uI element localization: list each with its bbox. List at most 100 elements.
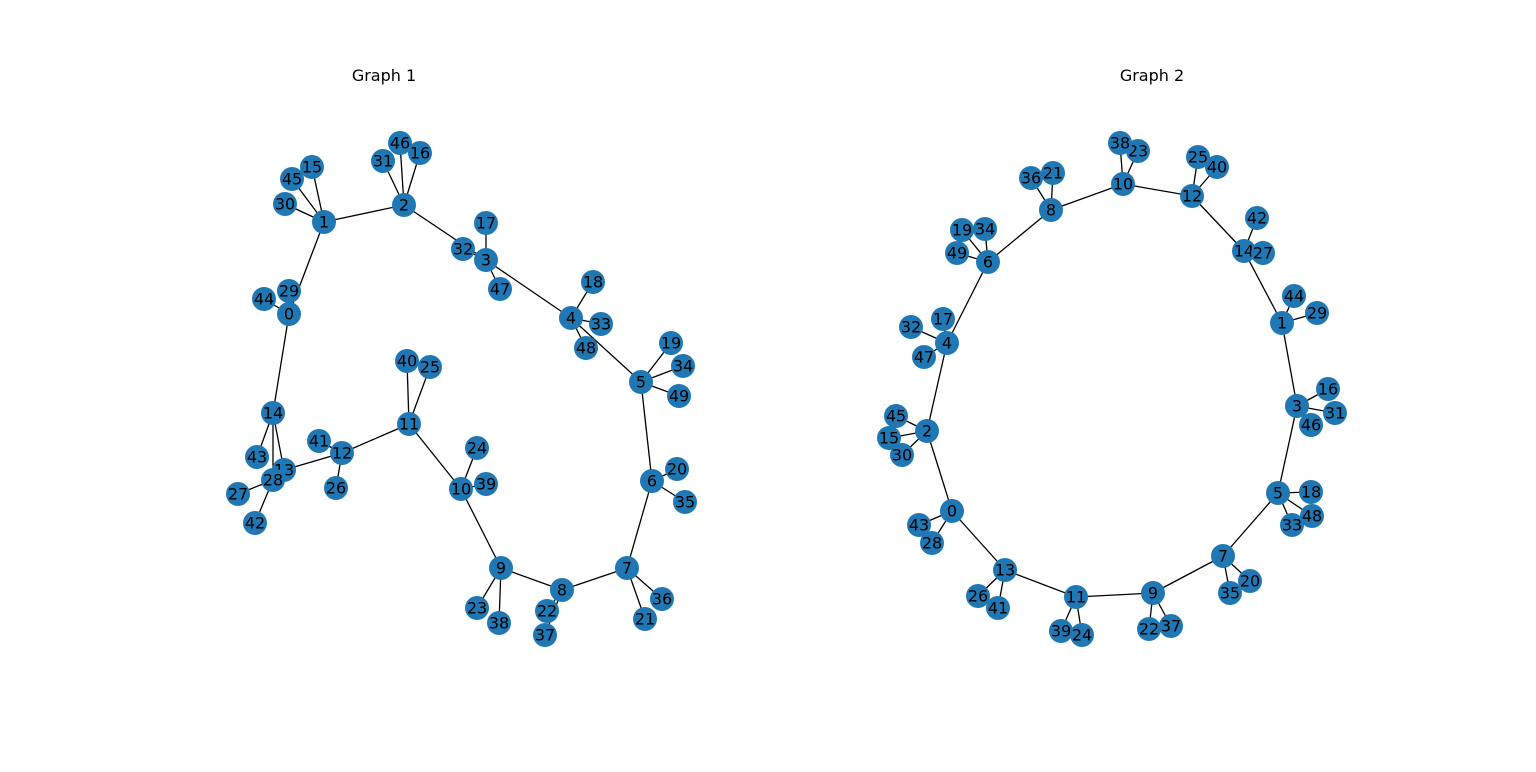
node-24: 24 xyxy=(1070,623,1094,647)
node-circle xyxy=(1039,198,1063,222)
node-label: 5 xyxy=(636,373,646,392)
node-circle xyxy=(1019,166,1043,190)
node-17: 17 xyxy=(931,307,955,331)
node-17: 17 xyxy=(474,211,498,235)
node-label: 19 xyxy=(661,334,681,353)
node-25: 25 xyxy=(1186,145,1210,169)
node-20: 20 xyxy=(665,457,689,481)
node-34: 34 xyxy=(973,217,997,241)
node-circle xyxy=(1137,617,1161,641)
node-circle xyxy=(226,482,250,506)
node-label: 8 xyxy=(1046,201,1056,220)
node-label: 35 xyxy=(1220,584,1240,603)
node-35: 35 xyxy=(673,490,697,514)
node-circle xyxy=(890,443,914,467)
node-label: 23 xyxy=(1128,142,1148,161)
node-label: 26 xyxy=(326,479,346,498)
node-circle xyxy=(1299,413,1323,437)
node-38: 38 xyxy=(1108,131,1132,155)
node-18: 18 xyxy=(1299,480,1323,504)
node-22: 22 xyxy=(1137,617,1161,641)
node-label: 33 xyxy=(591,315,611,334)
node-3: 3 xyxy=(1285,394,1309,418)
node-11: 11 xyxy=(1064,585,1088,609)
node-circle xyxy=(1245,206,1269,230)
node-circle xyxy=(1232,239,1256,263)
node-circle xyxy=(261,468,285,492)
node-22: 22 xyxy=(535,599,559,623)
node-38: 38 xyxy=(487,611,511,635)
node-5: 5 xyxy=(1266,481,1290,505)
node-9: 9 xyxy=(1141,581,1165,605)
node-circle xyxy=(371,149,395,173)
node-circle xyxy=(408,141,432,165)
node-circle xyxy=(993,558,1017,582)
node-35: 35 xyxy=(1218,581,1242,605)
node-label: 34 xyxy=(673,357,693,376)
node-label: 27 xyxy=(1253,244,1273,263)
node-circle xyxy=(474,248,498,272)
node-circle xyxy=(245,445,269,469)
node-circle xyxy=(1159,614,1183,638)
node-30: 30 xyxy=(890,443,914,467)
node-43: 43 xyxy=(245,445,269,469)
node-29: 29 xyxy=(277,279,301,303)
node-16: 16 xyxy=(408,141,432,165)
node-circle xyxy=(973,217,997,241)
node-49: 49 xyxy=(945,241,969,265)
node-label: 4 xyxy=(566,309,576,328)
graph-2-canvas: 0123456789101112131415161718192021222324… xyxy=(877,131,1347,647)
node-label: 2 xyxy=(399,196,409,215)
node-label: 1 xyxy=(1277,314,1287,333)
edge-13-0 xyxy=(951,510,1006,571)
node-37: 37 xyxy=(533,623,557,647)
node-label: 44 xyxy=(1284,287,1304,306)
node-27: 27 xyxy=(226,482,250,506)
node-32: 32 xyxy=(451,237,475,261)
node-label: 4 xyxy=(942,334,952,353)
node-circle xyxy=(633,607,657,631)
node-circle xyxy=(1282,284,1306,308)
node-19: 19 xyxy=(659,331,683,355)
node-37: 37 xyxy=(1159,614,1183,638)
node-label: 32 xyxy=(901,318,921,337)
node-circle xyxy=(489,556,513,580)
node-34: 34 xyxy=(671,354,695,378)
node-circle xyxy=(1064,585,1088,609)
node-14: 14 xyxy=(261,401,285,425)
edge-6-8 xyxy=(987,209,1052,263)
node-label: 19 xyxy=(952,221,972,240)
node-label: 3 xyxy=(1292,397,1302,416)
node-label: 11 xyxy=(1066,588,1086,607)
node-circle xyxy=(1041,161,1065,185)
node-circle xyxy=(395,349,419,373)
node-circle xyxy=(950,218,974,242)
node-23: 23 xyxy=(465,596,489,620)
node-circle xyxy=(451,237,475,261)
node-circle xyxy=(1238,569,1262,593)
node-circle xyxy=(912,345,936,369)
node-circle xyxy=(465,596,489,620)
edge-3-4 xyxy=(485,259,572,319)
node-circle xyxy=(465,436,489,460)
node-circle xyxy=(273,192,297,216)
edge-10-11 xyxy=(408,423,462,490)
node-29: 29 xyxy=(1305,301,1329,325)
node-circle xyxy=(945,241,969,265)
node-label: 29 xyxy=(279,282,299,301)
node-label: 18 xyxy=(1301,483,1321,502)
node-label: 24 xyxy=(1072,626,1092,645)
node-0: 0 xyxy=(940,499,964,523)
node-circle xyxy=(280,167,304,191)
node-42: 42 xyxy=(243,511,267,535)
node-circle xyxy=(474,211,498,235)
node-label: 41 xyxy=(988,599,1008,618)
edge-1-3 xyxy=(1281,322,1298,407)
node-12: 12 xyxy=(330,441,354,465)
node-label: 6 xyxy=(983,253,993,272)
node-6: 6 xyxy=(640,469,664,493)
node-circle xyxy=(673,490,697,514)
node-label: 42 xyxy=(1247,209,1267,228)
node-label: 27 xyxy=(228,485,248,504)
